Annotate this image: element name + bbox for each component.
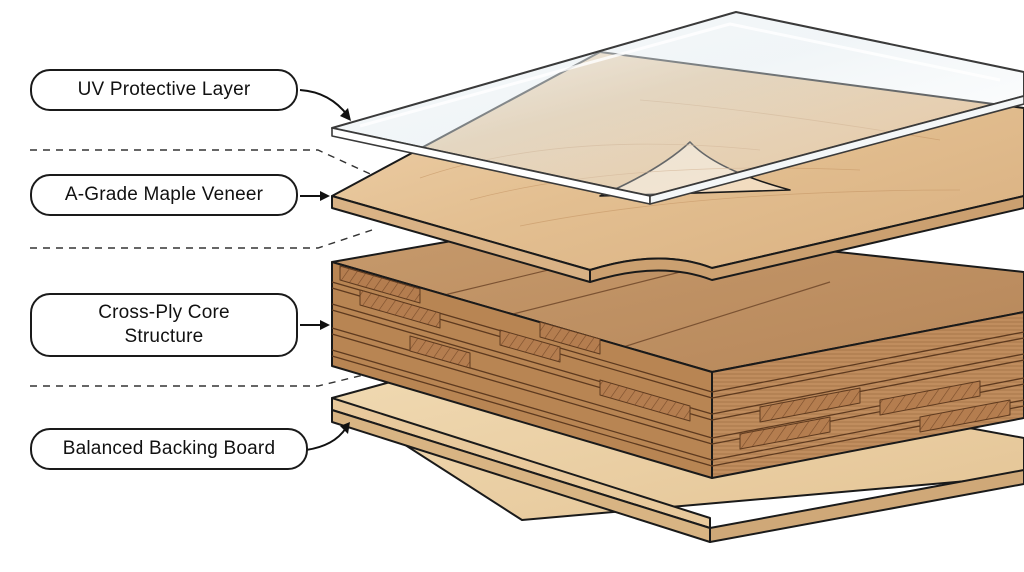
guide-line-veneer <box>30 229 373 249</box>
arrow-uv <box>299 89 349 117</box>
label-maple-veneer: A-Grade Maple Veneer <box>30 174 298 216</box>
arrow-backing <box>305 427 347 451</box>
arrowhead-core <box>320 320 330 330</box>
arrowhead-uv <box>340 108 351 121</box>
label-core-text-line1: Cross-Ply Core <box>98 302 230 324</box>
uv-protective-layer <box>331 11 1024 205</box>
label-backing-board: Balanced Backing Board <box>30 428 308 470</box>
arrowhead-backing <box>340 422 350 434</box>
label-veneer-text: A-Grade Maple Veneer <box>64 184 264 206</box>
label-cross-ply-core: Cross-Ply Core Structure <box>30 293 298 357</box>
guide-lines <box>30 149 393 387</box>
guide-line-uv <box>30 149 393 185</box>
label-backing-text: Balanced Backing Board <box>62 438 276 460</box>
label-uv-text: UV Protective Layer <box>77 79 251 101</box>
guide-line-core <box>30 371 377 387</box>
arrow-heads <box>320 108 351 434</box>
label-core-text-line2: Structure <box>124 326 204 347</box>
cross-ply-core <box>331 221 1024 479</box>
label-uv-protective-layer: UV Protective Layer <box>30 69 298 111</box>
arrowhead-veneer <box>320 191 330 201</box>
